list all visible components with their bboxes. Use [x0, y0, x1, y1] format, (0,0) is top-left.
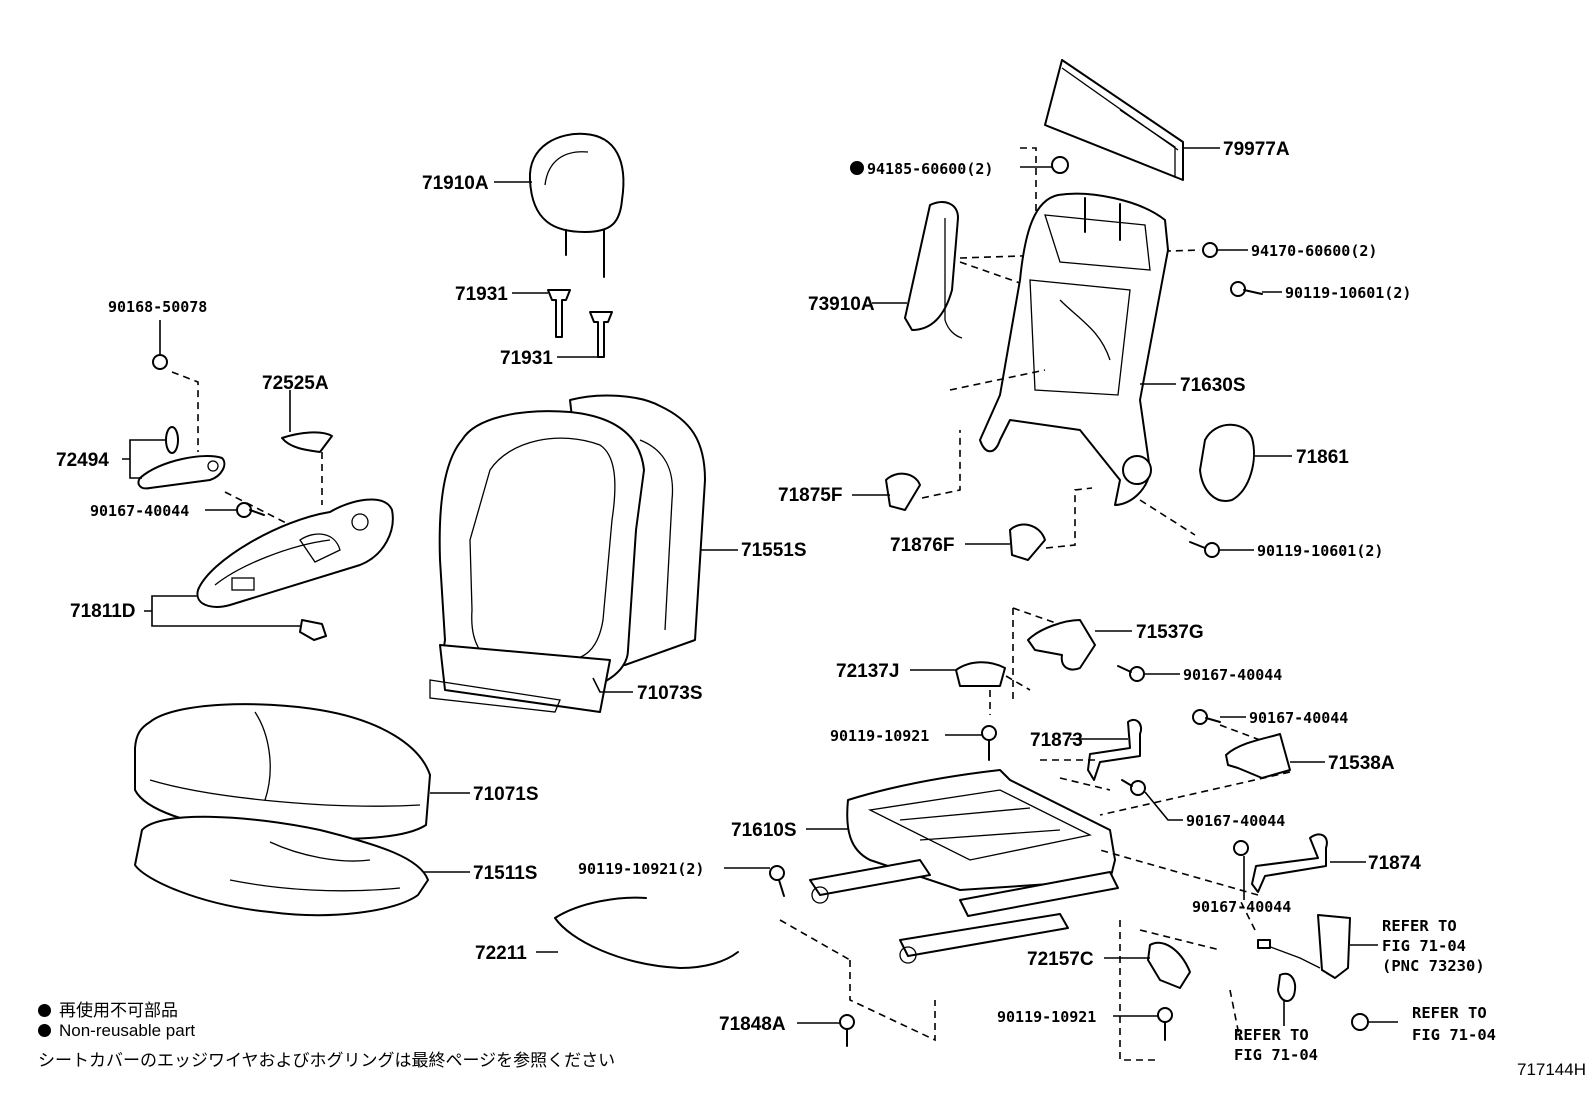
panel-73910A[interactable] [904, 201, 963, 339]
cap-71861[interactable] [1199, 423, 1255, 502]
legend-note-text: シートカバーのエッジワイヤおよびホグリングは最終ページを参照ください [38, 1051, 616, 1070]
frame-71630S[interactable] [979, 192, 1169, 506]
label-90167-40044-c[interactable]: 90167-40044 [1186, 812, 1285, 830]
bolt-71848A[interactable] [839, 1014, 855, 1047]
nut-94185-60600[interactable] [1051, 156, 1069, 174]
nut-94170-60600[interactable] [1202, 242, 1218, 258]
cover-71875F[interactable] [885, 472, 921, 511]
bolt-90119-10601-bot[interactable] [1189, 541, 1220, 558]
cover-72157C[interactable] [1147, 941, 1191, 989]
seatbelt-buckle[interactable] [1257, 914, 1351, 1002]
bullet-icon [38, 1024, 51, 1037]
label-90119-10601-top[interactable]: 90119-10601(2) [1285, 284, 1411, 302]
refer-3-line2[interactable]: FIG 71-04 [1412, 1026, 1496, 1044]
legend-jp-nonreusable: 再使用不可部品 [38, 996, 178, 1021]
label-71538A[interactable]: 71538A [1328, 753, 1395, 774]
legend-en-text: Non-reusable part [59, 1021, 196, 1040]
label-71874[interactable]: 71874 [1368, 853, 1421, 874]
diagram-code: 717144H [1516, 1060, 1586, 1079]
label-71931-a[interactable]: 71931 [455, 284, 508, 305]
label-71931-b[interactable]: 71931 [500, 348, 553, 369]
armrest-71811D[interactable] [196, 498, 394, 608]
cover-72525A[interactable] [281, 431, 333, 453]
label-72137J[interactable]: 72137J [836, 661, 899, 682]
wire-72211[interactable] [554, 896, 739, 969]
bolt-90119-10921-b[interactable] [1157, 1007, 1173, 1041]
board-79977A[interactable] [1044, 59, 1184, 181]
seat-cushion-pad[interactable] [134, 815, 429, 917]
label-90119-10601-bot[interactable]: 90119-10601(2) [1257, 542, 1383, 560]
screw-90168-50078[interactable] [152, 354, 168, 370]
screw-90167-40044-b[interactable] [1192, 709, 1221, 725]
screw-90167-40044-left[interactable] [236, 502, 265, 518]
bolt-90119-10601-top[interactable] [1230, 281, 1263, 297]
label-90168-50078[interactable]: 90168-50078 [108, 298, 207, 316]
headrest-support-2[interactable] [589, 311, 613, 358]
legend-en-nonreusable: Non-reusable part [38, 1021, 195, 1041]
adjuster-71610S[interactable] [809, 769, 1119, 964]
bracket-71537G[interactable] [1027, 619, 1096, 671]
refer-1-line2[interactable]: FIG 71-04 [1382, 937, 1466, 955]
label-71073S[interactable]: 71073S [637, 683, 703, 704]
bracket-71873[interactable] [1087, 718, 1142, 781]
bracket-72494[interactable] [137, 455, 226, 490]
label-71873[interactable]: 71873 [1030, 730, 1083, 751]
bracket-71538A[interactable] [1225, 733, 1291, 779]
bullet-icon [38, 1004, 51, 1017]
label-90119-10921-a[interactable]: 90119-10921 [830, 727, 929, 745]
screw-90167-40044-a[interactable] [1117, 665, 1145, 682]
label-90167-40044-a[interactable]: 90167-40044 [1183, 666, 1282, 684]
label-71861[interactable]: 71861 [1296, 447, 1349, 468]
bolt-90119-10921-a[interactable] [981, 725, 997, 761]
bracket-72137J[interactable] [955, 661, 1006, 687]
bracket-71874[interactable] [1251, 833, 1328, 893]
headrest-support-1[interactable] [547, 289, 571, 338]
label-90119-10921-2[interactable]: 90119-10921(2) [578, 860, 704, 878]
cover-71876F[interactable] [1009, 523, 1046, 561]
headrest[interactable] [528, 132, 625, 278]
label-90119-10921-b[interactable]: 90119-10921 [997, 1008, 1096, 1026]
label-71610S[interactable]: 71610S [731, 820, 797, 841]
refer-1-line3[interactable]: (PNC 73230) [1382, 957, 1485, 975]
label-79977A[interactable]: 79977A [1223, 139, 1290, 160]
refer-3-line1[interactable]: REFER TO [1412, 1004, 1487, 1022]
bolt-90119-10921-2[interactable] [769, 865, 785, 897]
label-72157C[interactable]: 72157C [1027, 949, 1094, 970]
label-71511S[interactable]: 71511S [473, 863, 537, 884]
clip-71811D[interactable] [299, 619, 327, 641]
label-71876F[interactable]: 71876F [890, 535, 954, 556]
seatback-cover[interactable] [429, 410, 645, 713]
nut-refer[interactable] [1351, 1013, 1369, 1031]
label-71537G[interactable]: 71537G [1136, 622, 1204, 643]
screw-90167-40044-c[interactable] [1121, 779, 1146, 796]
label-71630S[interactable]: 71630S [1180, 375, 1246, 396]
label-71848A[interactable]: 71848A [719, 1014, 786, 1035]
refer-2-line1[interactable]: REFER TO [1234, 1026, 1309, 1044]
label-71071S[interactable]: 71071S [473, 784, 539, 805]
legend-jp-text: 再使用不可部品 [59, 1001, 178, 1020]
nonreusable-bullet [850, 161, 864, 175]
clip-72494-small[interactable] [165, 426, 179, 454]
seat-cushion-cover[interactable] [134, 703, 431, 840]
label-90167-40044-d[interactable]: 90167-40044 [1192, 898, 1291, 916]
label-71551S[interactable]: 71551S [741, 540, 807, 561]
label-71910A[interactable]: 71910A [422, 173, 489, 194]
label-71811D[interactable]: 71811D [70, 601, 136, 622]
label-71875F[interactable]: 71875F [778, 485, 842, 506]
label-72494[interactable]: 72494 [56, 450, 109, 471]
refer-2-line2[interactable]: FIG 71-04 [1234, 1046, 1318, 1064]
label-73910A[interactable]: 73910A [808, 294, 875, 315]
label-90167-40044-b[interactable]: 90167-40044 [1249, 709, 1348, 727]
label-72525A[interactable]: 72525A [262, 373, 329, 394]
label-94185-60600[interactable]: 94185-60600(2) [867, 160, 993, 178]
refer-1-line1[interactable]: REFER TO [1382, 917, 1457, 935]
label-72211[interactable]: 72211 [475, 943, 527, 964]
label-94170-60600[interactable]: 94170-60600(2) [1251, 242, 1377, 260]
label-90167-40044-left[interactable]: 90167-40044 [90, 502, 189, 520]
legend-jp-note: シートカバーのエッジワイヤおよびホグリングは最終ページを参照ください [38, 1046, 615, 1071]
screw-90167-40044-d[interactable] [1233, 840, 1249, 856]
